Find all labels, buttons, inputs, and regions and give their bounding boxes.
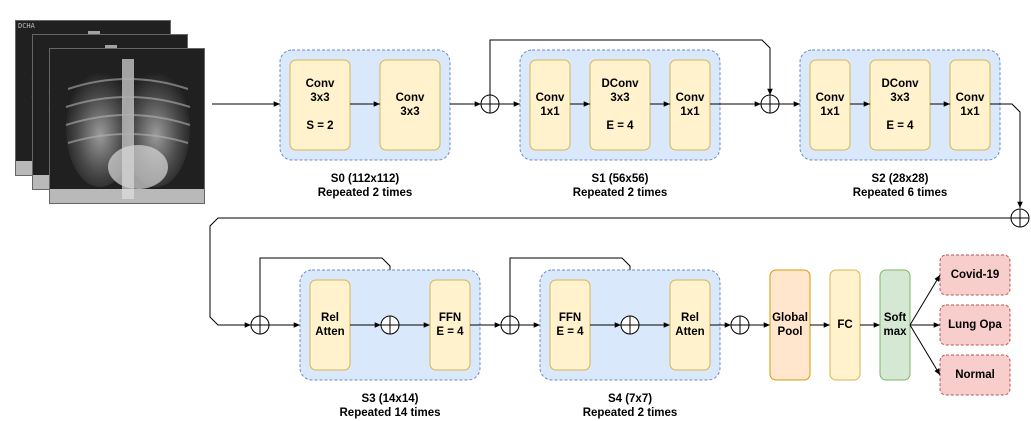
xray-tag: DCHA bbox=[18, 22, 35, 30]
arrow-softmax-to-output-covid-19 bbox=[909, 274, 941, 326]
s1-caption: S1 (56x56) Repeated 2 times bbox=[520, 172, 720, 200]
arrow-softmax-to-output-normal bbox=[909, 324, 941, 376]
global-pool-block bbox=[769, 269, 811, 381]
s2-conv-1x1-block-b bbox=[949, 59, 991, 151]
s4-caption-caption-line1: S4 (7x7) bbox=[607, 393, 653, 405]
s3-ffn-block bbox=[429, 279, 471, 371]
fc-block bbox=[829, 269, 861, 381]
s0-conv-block-1 bbox=[289, 59, 351, 151]
arrow-to-row-2 bbox=[209, 217, 1011, 328]
s4-caption-caption-line2: Repeated 2 times bbox=[582, 407, 678, 419]
s1-conv-1x1-block-b bbox=[669, 59, 711, 151]
s3-caption: S3 (14x14) Repeated 14 times bbox=[290, 392, 490, 420]
output-covid-19 bbox=[939, 254, 1011, 296]
s3-rel-atten-block bbox=[309, 279, 351, 371]
s0-conv-block-2 bbox=[379, 59, 441, 151]
s2-caption-caption-line1: S2 (28x28) bbox=[871, 173, 929, 185]
output-lung-opa bbox=[939, 304, 1011, 346]
xray-picture bbox=[50, 49, 204, 203]
s2-caption: S2 (28x28) Repeated 6 times bbox=[800, 172, 1000, 200]
output-normal bbox=[939, 354, 1011, 396]
s2-caption-caption-line2: Repeated 6 times bbox=[852, 187, 948, 199]
s1-caption-caption-line1: S1 (56x56) bbox=[591, 173, 649, 185]
s2-dconv-block bbox=[869, 59, 931, 151]
s4-caption: S4 (7x7) Repeated 2 times bbox=[530, 392, 730, 420]
s4-ffn-block bbox=[549, 279, 591, 371]
softmax-block bbox=[879, 269, 911, 381]
s1-caption-caption-line2: Repeated 2 times bbox=[572, 187, 668, 199]
s4-rel-atten-block bbox=[669, 279, 711, 371]
s1-skip-connection bbox=[489, 39, 773, 95]
s0-caption-caption-line2: Repeated 2 times bbox=[317, 187, 413, 199]
s1-dconv-block bbox=[589, 59, 651, 151]
arrow-s2-down bbox=[990, 103, 1023, 208]
chest-xray-image bbox=[49, 48, 205, 204]
s0-caption: S0 (112x112) Repeated 2 times bbox=[265, 172, 465, 200]
s2-conv-1x1-block-a bbox=[809, 59, 851, 151]
s3-caption-caption-line2: Repeated 14 times bbox=[339, 407, 441, 419]
s3-caption-caption-line1: S3 (14x14) bbox=[361, 393, 419, 405]
s1-conv-1x1-block-a bbox=[529, 59, 571, 151]
s0-caption-caption-line1: S0 (112x112) bbox=[330, 173, 400, 185]
